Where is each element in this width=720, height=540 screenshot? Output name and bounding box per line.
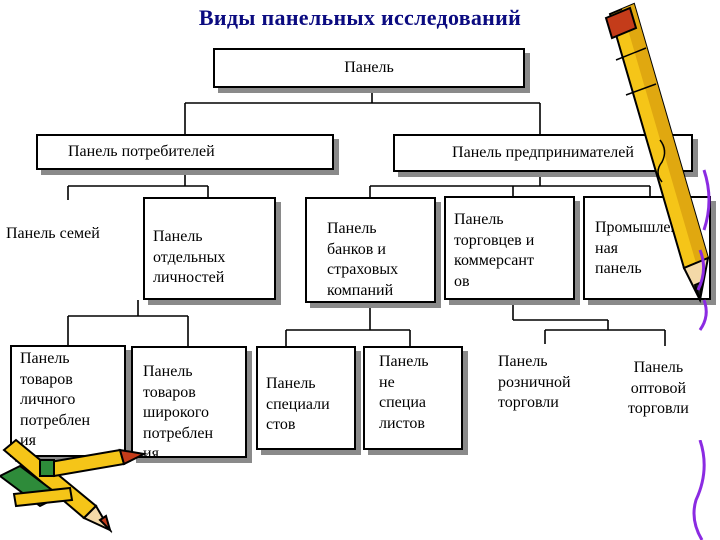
node-label: Панель не специа листов <box>379 353 429 432</box>
node-label: Панель потребителей <box>68 143 215 160</box>
node-banks-panel: Панель банков и страховых компаний <box>305 197 436 303</box>
node-consumer-panel: Панель потребителей <box>36 134 334 170</box>
node-label: Промышлен ная панель <box>595 219 680 277</box>
node-label: Панель торговцев и коммерсант ов <box>454 211 535 290</box>
diagram-title: Виды панельных исследований <box>198 5 522 30</box>
node-label: Панель специали стов <box>266 375 330 433</box>
node-panel-root: Панель <box>213 48 525 88</box>
node-label: Панель банков и страховых компаний <box>327 220 399 299</box>
node-label: Панель отдельных личностей <box>153 228 226 286</box>
node-specialists-panel: Панель специали стов <box>256 346 356 450</box>
node-label: Панель оптовой торговли <box>628 359 689 417</box>
node-label: Панель товаров широкого потреблен ия <box>143 363 214 462</box>
node-label: Панель товаров личного потреблен ия <box>20 350 91 449</box>
pencil-scribble-icon <box>692 440 706 540</box>
node-retail-panel: Панель розничной торговли <box>494 344 600 438</box>
node-label: Панель предпринимателей <box>452 144 634 161</box>
node-personal-goods-panel: Панель товаров личного потреблен ия <box>10 345 126 457</box>
node-traders-panel: Панель торговцев и коммерсант ов <box>444 196 575 300</box>
node-label: Панель <box>344 59 394 76</box>
node-label: Панель розничной торговли <box>498 353 571 411</box>
node-entrepreneur-panel: Панель предпринимателей <box>393 134 693 172</box>
node-individuals-panel: Панель отдельных личностей <box>143 197 276 300</box>
node-mass-goods-panel: Панель товаров широкого потреблен ия <box>131 346 247 462</box>
node-family-panel: Панель семей <box>6 225 100 242</box>
pencils-cluster-icon <box>0 438 148 534</box>
node-wholesale-panel: Панель оптовой торговли <box>620 346 714 446</box>
node-non-specialists-panel: Панель не специа листов <box>363 346 463 450</box>
pencil-icon <box>604 2 711 331</box>
